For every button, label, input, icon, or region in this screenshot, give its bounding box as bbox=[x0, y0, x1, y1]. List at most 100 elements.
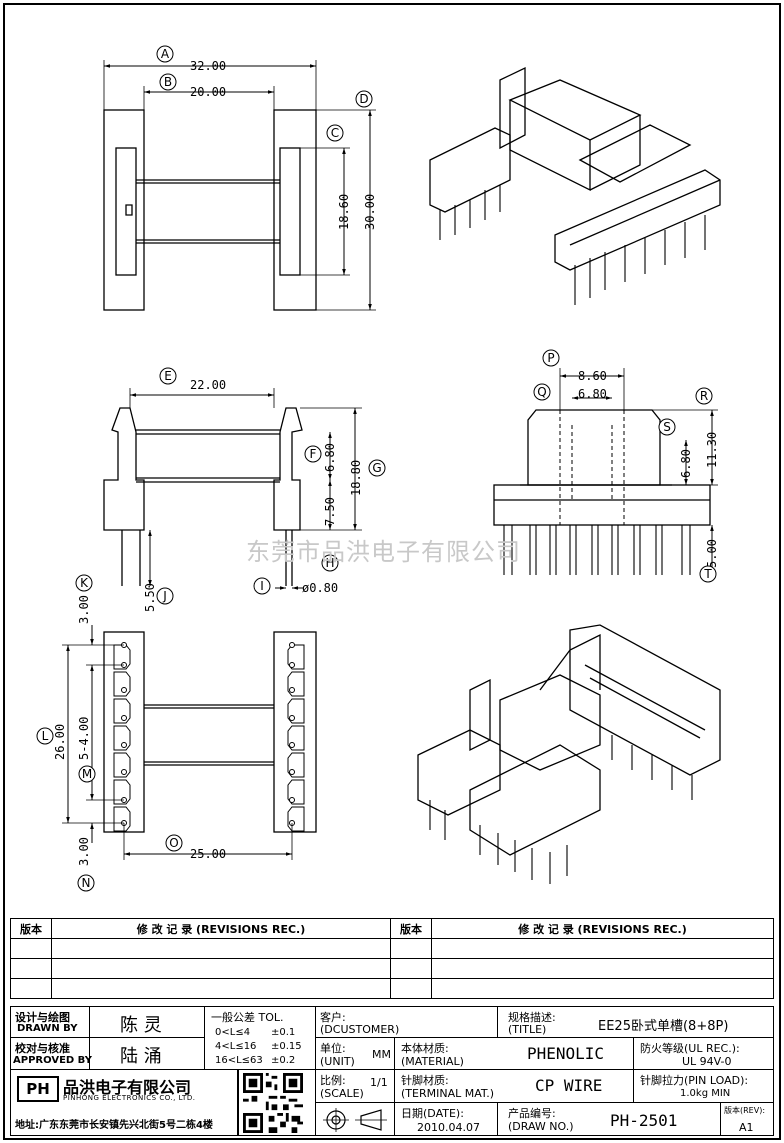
scale-label-en: (SCALE) bbox=[320, 1087, 364, 1100]
svg-text:S: S bbox=[663, 420, 671, 434]
approved-by-label-en: APPROVED BY bbox=[13, 1055, 92, 1066]
callout-F: F bbox=[304, 445, 322, 463]
title-value: EE25卧式单槽(8+8P) bbox=[598, 1019, 729, 1034]
draw-no-cell: 产品编号: (DRAW NO.) PH-2501 bbox=[497, 1102, 721, 1136]
draw-no-label-en: (DRAW NO.) bbox=[508, 1120, 574, 1133]
dim-D: 30.00 bbox=[363, 194, 377, 230]
svg-text:C: C bbox=[331, 126, 339, 140]
terminal-label-en: (TERMINAL MAT.) bbox=[401, 1087, 495, 1100]
dim-L: 26.00 bbox=[53, 724, 67, 760]
watermark: 东莞市品洪电子有限公司 bbox=[246, 538, 521, 566]
tolerance-title: 一般公差 TOL. bbox=[211, 1011, 284, 1024]
qr-code-icon bbox=[243, 1073, 303, 1133]
pin-load-value: 1.0kg MIN bbox=[680, 1088, 731, 1099]
callout-N: N bbox=[77, 874, 95, 892]
ul-value: UL 94V-0 bbox=[682, 1055, 732, 1068]
callout-S: S bbox=[658, 418, 676, 436]
tol-range-3: 16<L≤63 bbox=[215, 1055, 263, 1066]
title-label-en: (TITLE) bbox=[508, 1023, 547, 1036]
callout-R: R bbox=[695, 387, 713, 405]
title-cell: 规格描述: (TITLE) EE25卧式单槽(8+8P) bbox=[497, 1006, 774, 1038]
svg-text:N: N bbox=[82, 876, 91, 890]
unit-cell: 单位: (UNIT) MM bbox=[315, 1037, 395, 1070]
rev-col-version-right: 版本 bbox=[390, 918, 432, 939]
company-cell: PH 品洪电子有限公司 PINHONG ELECTRONICS CO., LTD… bbox=[10, 1069, 238, 1136]
customer-label: 客户: bbox=[320, 1011, 346, 1024]
material-label-en: (MATERIAL) bbox=[401, 1055, 464, 1068]
svg-text:F: F bbox=[310, 447, 317, 461]
date-label: 日期(DATE): bbox=[401, 1107, 464, 1120]
rev-cell: 版本(REV): A1 bbox=[720, 1102, 774, 1136]
pin-view bbox=[62, 625, 317, 860]
svg-text:E: E bbox=[164, 369, 172, 383]
projection-symbol-icon bbox=[323, 1108, 387, 1132]
tol-range-1: 0<L≤4 bbox=[215, 1027, 251, 1038]
callout-O: O bbox=[165, 834, 183, 852]
dim-E: 22.00 bbox=[190, 378, 226, 392]
dim-T: 5.00 bbox=[705, 539, 719, 568]
company-address: 地址:广东东莞市长安镇先兴北街5号二栋4楼 bbox=[15, 1120, 213, 1131]
dim-F2: 7.50 bbox=[323, 497, 337, 526]
dim-K: 3.00 bbox=[77, 595, 91, 624]
iso-view-bottom bbox=[417, 624, 721, 884]
callout-C: C bbox=[326, 124, 344, 142]
customer-cell: 客户: (DCUSTOMER) bbox=[315, 1006, 498, 1038]
approved-by-name: 陆 涌 bbox=[120, 1046, 162, 1067]
dim-S: 6.80 bbox=[679, 449, 693, 478]
terminal-cell: 针脚材质: (TERMINAL MAT.) CP WIRE bbox=[394, 1069, 634, 1103]
rev-label: 版本(REV): bbox=[724, 1106, 766, 1115]
callout-B: B bbox=[159, 73, 177, 91]
callout-H: H bbox=[321, 554, 339, 572]
callout-T: T bbox=[699, 565, 717, 583]
material-cell: 本体材质: (MATERIAL) PHENOLIC bbox=[394, 1037, 634, 1070]
svg-text:T: T bbox=[703, 567, 712, 581]
svg-text:A: A bbox=[161, 47, 170, 61]
svg-text:B: B bbox=[164, 75, 172, 89]
company-name-en: PINHONG ELECTRONICS CO., LTD. bbox=[63, 1094, 196, 1102]
svg-text:Q: Q bbox=[537, 385, 546, 399]
approved-by-label-cn: 校对与核准 bbox=[15, 1042, 70, 1055]
callout-A: A bbox=[156, 45, 174, 63]
dim-M: 5-4.00 bbox=[77, 717, 91, 760]
material-value: PHENOLIC bbox=[527, 1044, 605, 1063]
front-view bbox=[493, 368, 718, 575]
svg-text:P: P bbox=[547, 351, 554, 365]
dim-J: 5.50 bbox=[143, 583, 157, 612]
draw-no-label: 产品编号: bbox=[508, 1107, 556, 1120]
callout-P: P bbox=[542, 349, 560, 367]
top-view bbox=[103, 60, 376, 311]
material-label: 本体材质: bbox=[401, 1042, 449, 1055]
approved-by-cell: 陆 涌 bbox=[89, 1037, 205, 1070]
dim-O: 25.00 bbox=[190, 847, 226, 861]
unit-label-en: (UNIT) bbox=[320, 1055, 355, 1068]
tol-range-2: 4<L≤16 bbox=[215, 1041, 257, 1052]
pin-load-cell: 针脚拉力(PIN LOAD): 1.0kg MIN bbox=[633, 1069, 774, 1103]
title-label: 规格描述: bbox=[508, 1011, 556, 1024]
scale-label: 比例: bbox=[320, 1074, 346, 1087]
approved-by-label-cell: 校对与核准 APPROVED BY bbox=[10, 1037, 92, 1070]
rev-col-version-left: 版本 bbox=[10, 918, 52, 939]
dim-N: 3.00 bbox=[77, 837, 91, 866]
svg-text:I: I bbox=[260, 579, 264, 593]
svg-text:D: D bbox=[359, 92, 368, 106]
callout-L: L bbox=[36, 727, 54, 745]
callouts: A B C D E F G H I J P Q R S T K L M N O bbox=[36, 45, 717, 892]
ul-cell: 防火等级(UL REC.): UL 94V-0 bbox=[633, 1037, 774, 1070]
revisions-table: 版本 修 改 记 录 (REVISIONS REC.) 版本 修 改 记 录 (… bbox=[10, 918, 774, 999]
pin-load-label: 针脚拉力(PIN LOAD): bbox=[640, 1074, 749, 1087]
drawn-by-label-cn: 设计与绘图 bbox=[15, 1011, 70, 1024]
unit-value: MM bbox=[372, 1048, 391, 1061]
callout-G: G bbox=[368, 459, 386, 477]
dim-F1: 6.80 bbox=[323, 443, 337, 472]
svg-text:K: K bbox=[80, 576, 89, 590]
terminal-label: 针脚材质: bbox=[401, 1074, 449, 1087]
callout-K: K bbox=[75, 574, 93, 592]
ul-label: 防火等级(UL REC.): bbox=[640, 1042, 740, 1055]
drawn-by-label-cell: 设计与绘图 DRAWN BY bbox=[10, 1006, 90, 1038]
dim-B: 20.00 bbox=[190, 85, 226, 99]
dim-I: ø0.80 bbox=[302, 581, 338, 595]
date-value: 2010.04.07 bbox=[417, 1121, 480, 1134]
dim-R: 11.30 bbox=[705, 432, 719, 468]
customer-label-en: (DCUSTOMER) bbox=[320, 1023, 400, 1036]
